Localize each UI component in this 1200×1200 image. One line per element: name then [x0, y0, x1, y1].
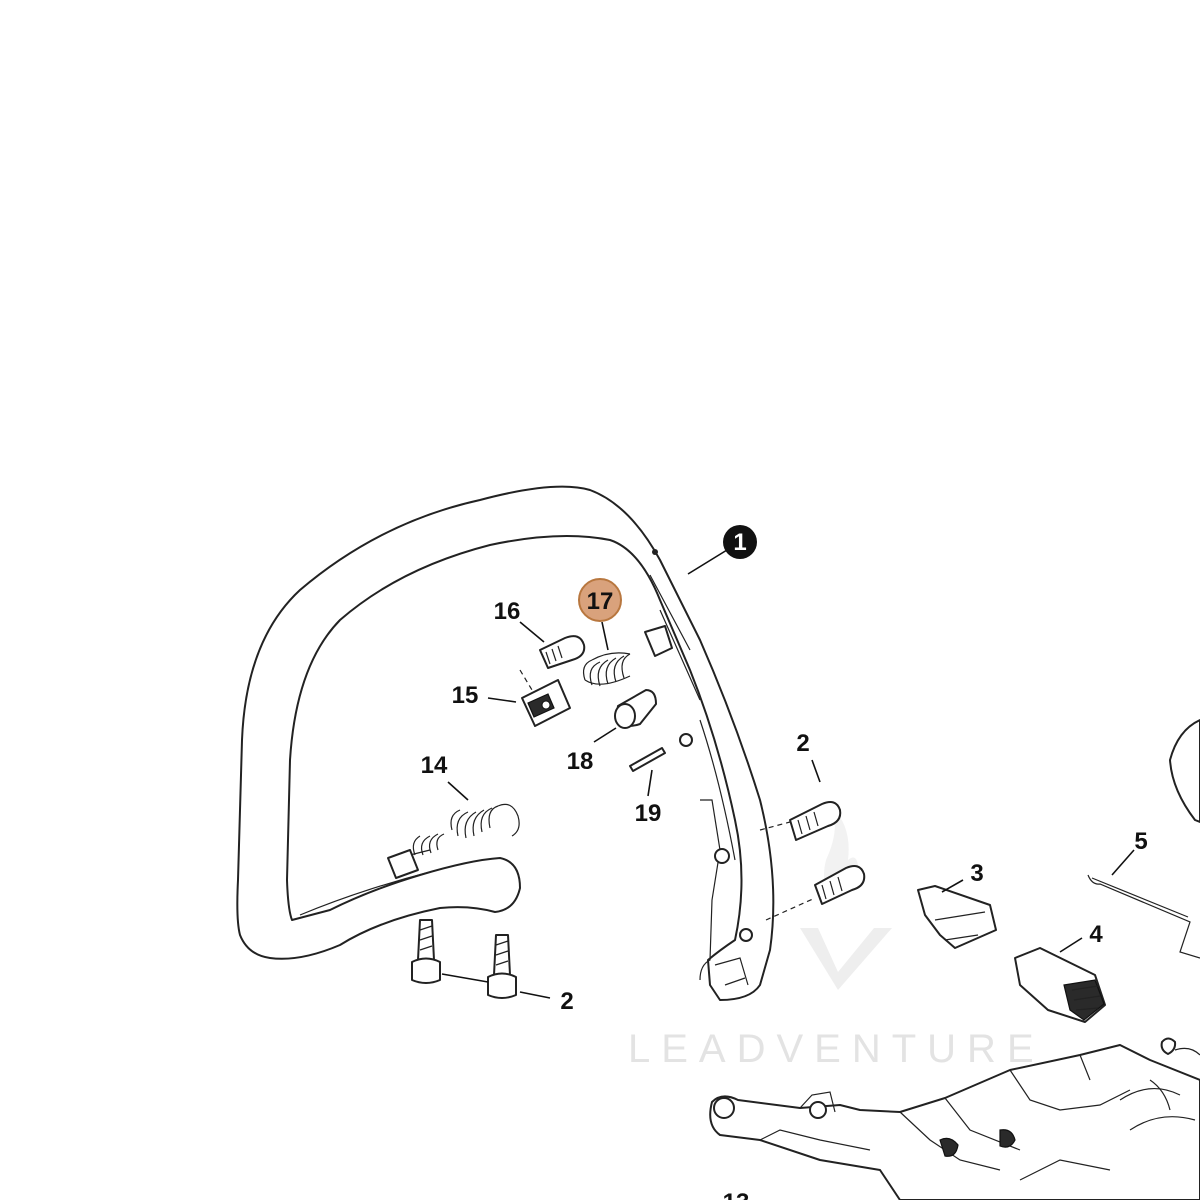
- leader-19: [647, 769, 653, 797]
- lever-4: [1014, 947, 1106, 1023]
- leader-15: [487, 697, 517, 703]
- spring-14: [387, 803, 520, 879]
- callout-14-label: 14: [421, 752, 448, 779]
- callout-17-label: 17: [587, 588, 614, 615]
- clip-3: [917, 885, 997, 949]
- callout-4-label: 4: [1089, 921, 1103, 948]
- callout-2b-label: 2: [560, 988, 573, 1015]
- spring-17: [582, 652, 631, 687]
- callout-19-label: 19: [635, 800, 662, 827]
- leader-18: [593, 727, 617, 743]
- callout-15-label: 15: [452, 682, 479, 709]
- partial-part-right: [1160, 719, 1200, 1055]
- callout-17-highlight: [578, 578, 622, 622]
- callout-3-label: 3: [970, 860, 983, 887]
- rod-5: [1087, 874, 1200, 959]
- leader-16: [519, 621, 545, 643]
- screws-2-bottom: [411, 919, 517, 999]
- leader-3: [941, 879, 964, 893]
- leader-4: [1059, 937, 1083, 953]
- housing-13: [709, 1044, 1200, 1200]
- callout-16-label: 16: [494, 598, 521, 625]
- callout-1-marker: [723, 525, 757, 559]
- leader-17: [601, 621, 609, 651]
- leader-2b: [519, 991, 551, 999]
- hand-guard: [236, 485, 775, 1001]
- callout-1: 1: [723, 525, 757, 559]
- screws-2-right: [759, 801, 866, 921]
- cap-18: [614, 689, 657, 729]
- leader-5: [1111, 849, 1135, 876]
- watermark-text: LEADVENTURE: [628, 1027, 1045, 1071]
- leader-14: [447, 781, 469, 801]
- nut-15: [521, 679, 571, 727]
- callout-2a-label: 2: [796, 730, 809, 757]
- leader-1: [687, 549, 728, 575]
- leader-lines: [441, 549, 1135, 999]
- callout-13-label: 13: [723, 1189, 750, 1200]
- callout-18-label: 18: [567, 748, 594, 775]
- callout-1-label: 1: [733, 529, 746, 556]
- watermark: LEADVENTURE: [628, 808, 1045, 1071]
- leader-2a: [811, 759, 821, 783]
- callout-5-label: 5: [1134, 828, 1147, 855]
- pin-19: [629, 747, 666, 772]
- screw-16: [519, 635, 586, 691]
- leader-2c: [441, 973, 489, 983]
- callout-17: 17: [578, 578, 622, 622]
